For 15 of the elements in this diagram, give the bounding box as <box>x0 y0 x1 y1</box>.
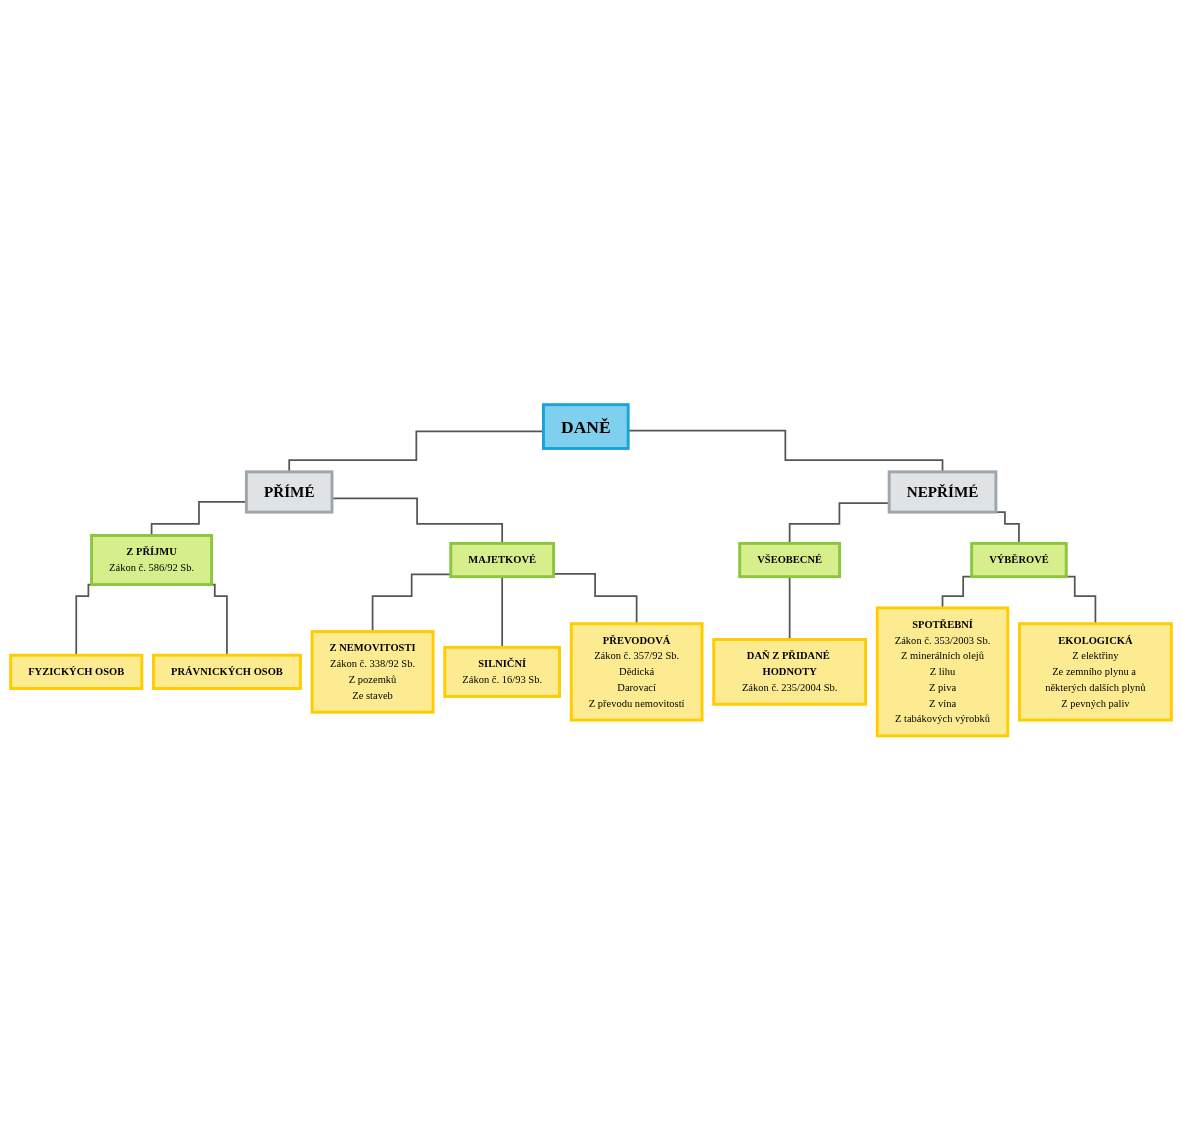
node-box: NEPŘÍMÉ <box>887 470 998 514</box>
node-box: FYZICKÝCH OSOB <box>9 653 144 690</box>
node-box: SPOTŘEBNÍ Zákon č. 353/2003 Sb. Z minerálních olejů Z lihu Z piva Z vína Z tabákových výrobků <box>875 606 1010 738</box>
node-box: SILNIČNÍ Zákon č. 16/93 Sb. <box>443 645 561 698</box>
node-box: DAŇ Z PŘIDANÉ HODNOTY Zákon č. 235/2004 Sb. <box>712 637 868 706</box>
node-box: MAJETKOVÉ <box>449 541 555 578</box>
node-box: Z NEMOVITOSTI Zákon č. 338/92 Sb. Z pozemků Ze staveb <box>310 629 435 714</box>
node-box: PŘÍMÉ <box>244 470 334 514</box>
node-box: DANĚ <box>542 402 630 450</box>
node-box: VÝBĚROVÉ <box>970 541 1068 578</box>
node-box: PRÁVNICKÝCH OSOB <box>152 653 302 690</box>
node-box: EKOLOGICKÁ Z elektřiny Ze zemního plynu a některých dalších plynů Z pevných paliv <box>1018 622 1173 722</box>
node-box: Z PŘÍJMU Zákon č. 586/92 Sb. <box>90 533 214 586</box>
node-box: VŠEOBECNÉ <box>738 541 842 578</box>
node-box: PŘEVODOVÁ Zákon č. 357/92 Sb. Dědická Darovací Z převodu nemovitostí <box>569 622 704 722</box>
